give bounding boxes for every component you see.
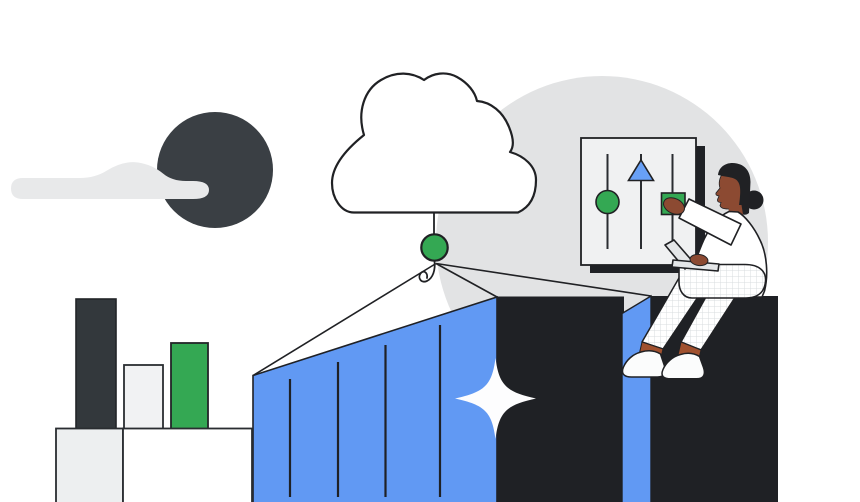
pedestal-box-white [122,427,253,502]
tether-cables [252,262,652,377]
dark-sun-disc [157,112,273,228]
bar-green [170,342,209,430]
shoe-back [661,352,706,380]
slider-circle-handle [595,189,620,215]
hips-pants [678,263,767,299]
cable-middle [435,262,498,298]
sky-left [11,112,273,228]
cloud-crane [330,72,538,283]
green-connector-node [420,233,449,262]
hair [718,162,751,215]
cable-left [252,262,437,377]
white-sparkle [455,358,536,439]
crane-hook [418,260,436,283]
blue-striped-platform [252,295,498,502]
hand-on-laptop [689,253,709,267]
hand-on-slider [663,197,685,215]
bar-chart [55,298,253,502]
bar-dark [75,298,117,430]
narrow-blue-stripe [621,294,652,502]
white-cloud [330,72,538,214]
slider-triangle-handle [627,158,655,182]
pedestal-box-gray [55,427,124,502]
shoe-front [621,349,667,378]
seated-woman [621,162,768,380]
bar-white [123,364,164,430]
flat-gray-cloud [11,162,209,199]
cable-right [435,262,652,297]
platform-stripes [288,325,442,497]
